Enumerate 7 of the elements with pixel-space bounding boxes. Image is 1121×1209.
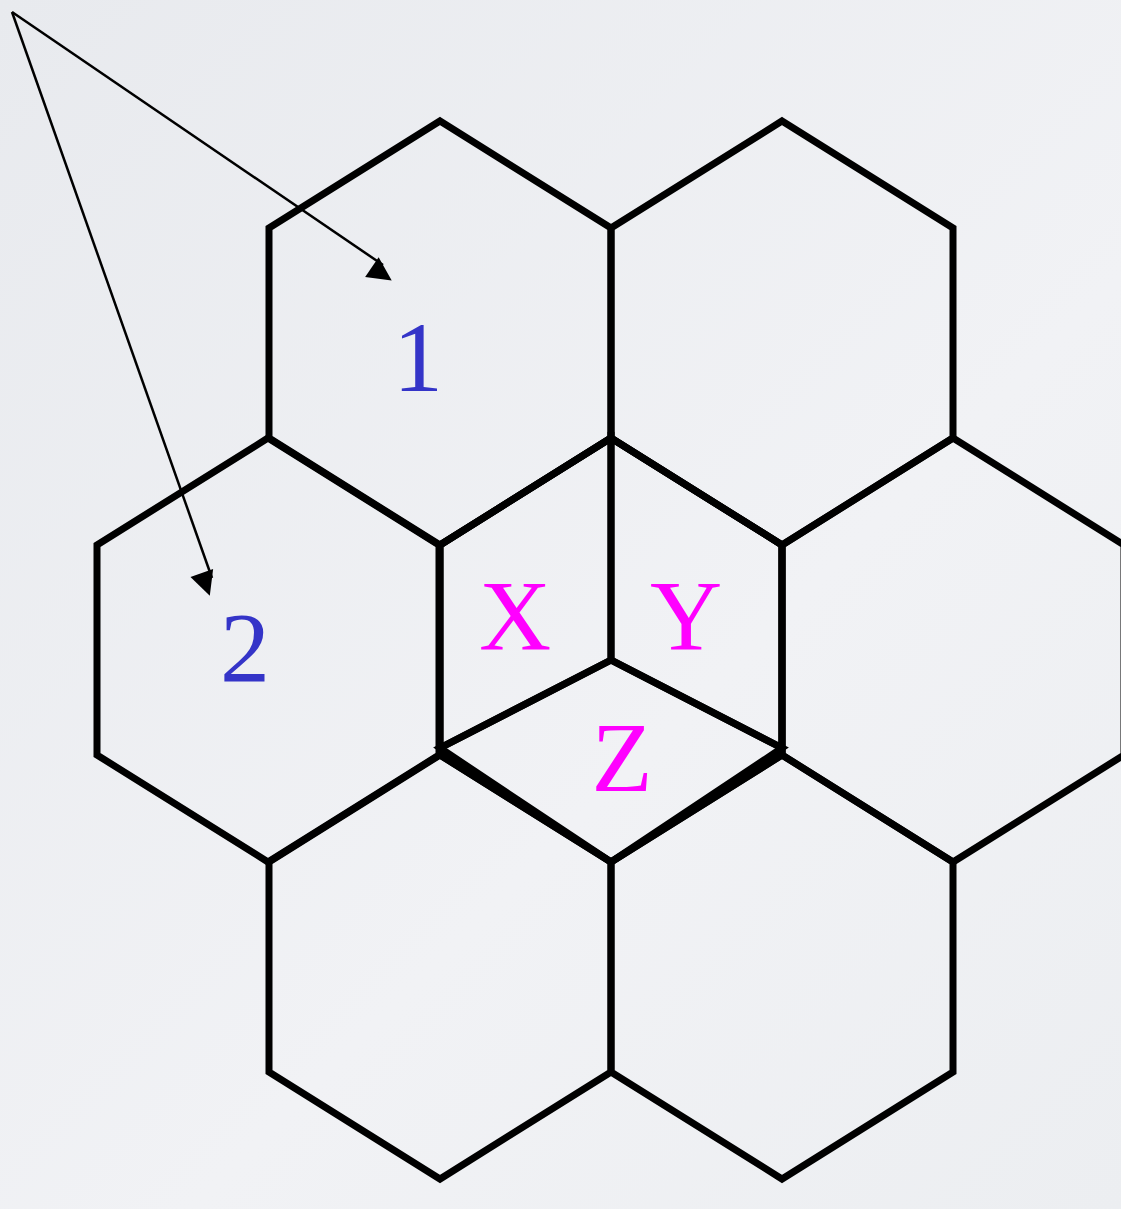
cell-label: X xyxy=(478,566,552,666)
cell-label: 2 xyxy=(220,598,270,698)
cell-label: Y xyxy=(649,566,723,666)
arrow xyxy=(10,11,214,596)
arrow xyxy=(11,10,392,281)
cell-label: Z xyxy=(591,708,653,808)
cell-label: 1 xyxy=(393,308,443,408)
